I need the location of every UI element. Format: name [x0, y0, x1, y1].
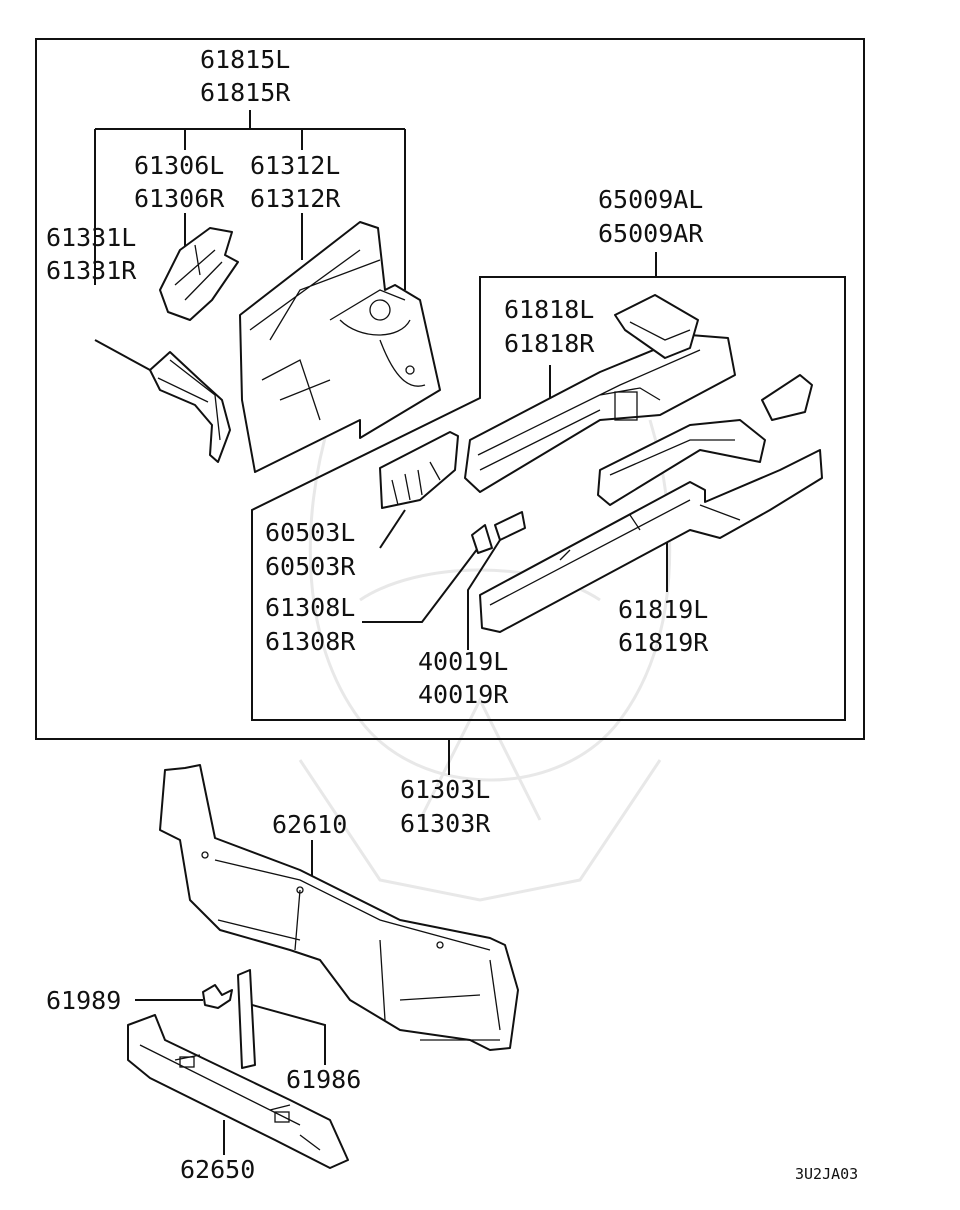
callout-61819: 61819L 61819R: [618, 595, 709, 657]
leader-lines: [94, 110, 668, 1155]
callout-61989: 61989: [46, 986, 121, 1015]
svg-text:61986: 61986: [286, 1065, 361, 1094]
svg-text:61989: 61989: [46, 986, 121, 1015]
svg-text:60503L: 60503L: [265, 518, 355, 547]
callout-40019: 40019L 40019R: [418, 647, 509, 709]
diagram-code: 3U2JA03: [795, 1165, 858, 1183]
svg-text:65009AL: 65009AL: [598, 185, 703, 214]
svg-text:40019R: 40019R: [418, 680, 509, 709]
svg-text:61303R: 61303R: [400, 809, 491, 838]
svg-text:60503R: 60503R: [265, 552, 356, 581]
panel-60503: [379, 431, 459, 509]
callout-61818: 61818L 61818R: [504, 295, 595, 358]
crossmember-62650: [127, 1014, 349, 1169]
svg-text:61308R: 61308R: [265, 627, 356, 656]
radiator-support-62610: [159, 764, 519, 1051]
svg-text:40019L: 40019L: [418, 647, 508, 676]
svg-text:65009AR: 65009AR: [598, 219, 704, 248]
svg-text:61312L: 61312L: [250, 151, 340, 180]
svg-text:61308L: 61308L: [265, 593, 355, 622]
svg-text:61312R: 61312R: [250, 184, 341, 213]
callout-61986: 61986: [286, 1065, 361, 1094]
svg-text:62610: 62610: [272, 810, 347, 839]
svg-text:61819R: 61819R: [618, 628, 709, 657]
callout-61303: 61303L 61303R: [400, 775, 491, 838]
svg-text:61306L: 61306L: [134, 151, 224, 180]
svg-text:61819L: 61819L: [618, 595, 708, 624]
long-rail-61819: [479, 449, 823, 633]
svg-text:61818L: 61818L: [504, 295, 594, 324]
svg-text:61331L: 61331L: [46, 223, 136, 252]
rail-61331: [149, 351, 231, 463]
outer-group-box: [35, 38, 865, 740]
callout-61308: 61308L 61308R: [265, 593, 356, 656]
callout-62650: 62650: [180, 1155, 255, 1184]
bracket-40019: [494, 511, 526, 541]
callout-61306: 61306L 61306R: [134, 151, 225, 213]
svg-text:61306R: 61306R: [134, 184, 225, 213]
bracket-61306: [159, 227, 239, 321]
bracket-65009-top: [614, 294, 699, 359]
svg-text:61818R: 61818R: [504, 329, 595, 358]
bolt-61989: [202, 984, 233, 1009]
callout-61312: 61312L 61312R: [250, 151, 341, 213]
svg-text:61815L: 61815L: [200, 45, 290, 74]
apron-panel-61312: [239, 221, 441, 473]
inner-group-box: [251, 276, 846, 721]
callout-60503: 60503L 60503R: [265, 518, 356, 581]
svg-text:61331R: 61331R: [46, 256, 137, 285]
svg-text:62650: 62650: [180, 1155, 255, 1184]
bracket-61308: [471, 524, 493, 554]
rail-mid: [597, 419, 766, 506]
side-member-61818: [464, 334, 736, 493]
callout-65009: 65009AL 65009AR: [598, 185, 704, 248]
callout-62610: 62610: [272, 810, 347, 839]
bracket-right: [761, 374, 813, 421]
svg-text:61815R: 61815R: [200, 78, 291, 107]
callout-61331: 61331L 61331R: [46, 223, 137, 285]
callout-61815: 61815L 61815R: [200, 45, 291, 107]
strut-61986: [237, 969, 256, 1069]
svg-text:61303L: 61303L: [400, 775, 490, 804]
